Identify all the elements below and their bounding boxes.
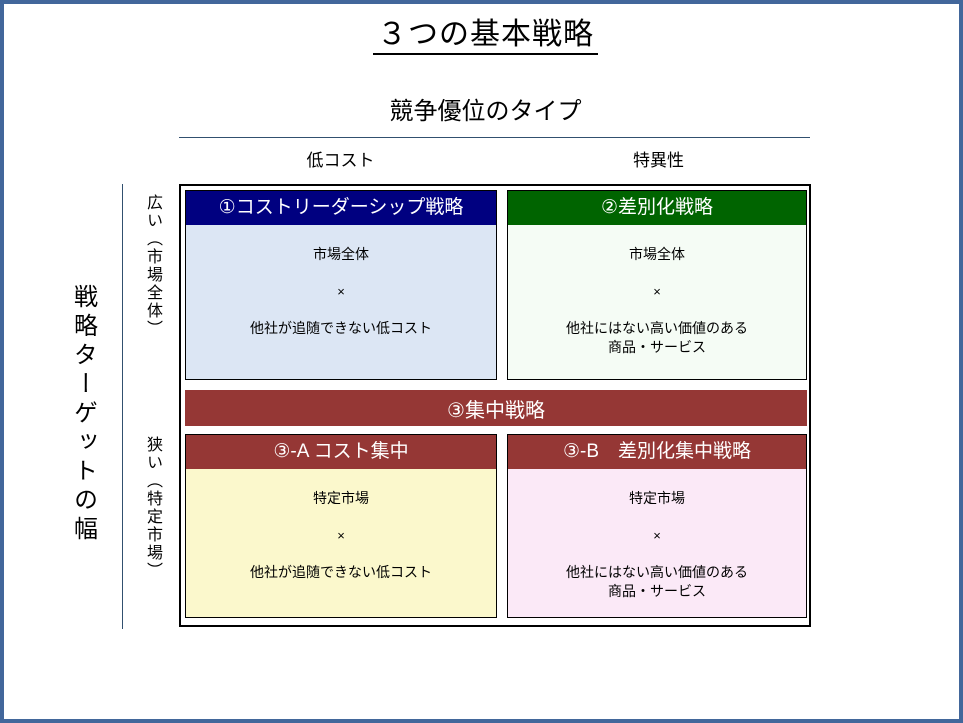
quadrant-cost-leadership-operator: × <box>337 284 345 299</box>
strategy-matrix: ①コストリーダーシップ戦略 市場全体 × 他社が追随できない低コスト ②差別化戦… <box>179 184 811 627</box>
row-label-wide-text: 広い（市場全体） <box>144 194 161 338</box>
row-label-wide: 広い（市場全体） <box>132 194 172 374</box>
page-title: ３つの基本戦略 <box>4 16 959 55</box>
quadrant-cost-focus-body: 特定市場 × 他社が追随できない低コスト <box>186 469 496 617</box>
quadrant-differentiation-operator: × <box>653 284 661 299</box>
subtitle-divider <box>179 137 810 138</box>
quadrant-cost-focus-operator: × <box>337 528 345 543</box>
row-label-narrow-text: 狭い（特定市場） <box>144 436 161 580</box>
quadrant-cost-leadership[interactable]: ①コストリーダーシップ戦略 市場全体 × 他社が追随できない低コスト <box>185 190 497 380</box>
quadrant-differentiation-focus-market: 特定市場 <box>629 490 685 506</box>
axis-divider-vertical <box>122 184 123 629</box>
quadrant-differentiation-focus-body: 特定市場 × 他社にはない高い価値のある商品・サービス <box>508 469 806 617</box>
quadrant-differentiation[interactable]: ②差別化戦略 市場全体 × 他社にはない高い価値のある商品・サービス <box>507 190 807 380</box>
quadrant-differentiation-focus[interactable]: ③-B 差別化集中戦略 特定市場 × 他社にはない高い価値のある商品・サービス <box>507 434 807 618</box>
row-label-narrow: 狭い（特定市場） <box>132 436 172 616</box>
quadrant-cost-focus-header: ③-A コスト集中 <box>186 435 496 469</box>
focus-strategy-banner: ③集中戦略 <box>185 390 807 426</box>
axis-title-strategic-target: 戦略ターゲットの幅 <box>62 264 104 564</box>
quadrant-differentiation-body: 市場全体 × 他社にはない高い価値のある商品・サービス <box>508 225 806 379</box>
quadrant-cost-focus[interactable]: ③-A コスト集中 特定市場 × 他社が追随できない低コスト <box>185 434 497 618</box>
column-header-uniqueness: 特異性 <box>633 151 684 170</box>
quadrant-differentiation-focus-header: ③-B 差別化集中戦略 <box>508 435 806 469</box>
quadrant-cost-leadership-market: 市場全体 <box>313 246 369 262</box>
axis-title-text: 戦略ターゲットの幅 <box>69 283 96 545</box>
quadrant-cost-leadership-detail: 他社が追随できない低コスト <box>250 320 432 336</box>
quadrant-differentiation-market: 市場全体 <box>629 246 685 262</box>
page-title-text: ３つの基本戦略 <box>373 18 598 55</box>
quadrant-differentiation-detail: 他社にはない高い価値のある商品・サービス <box>566 320 748 355</box>
quadrant-cost-focus-detail: 他社が追随できない低コスト <box>250 564 432 580</box>
quadrant-cost-leadership-header: ①コストリーダーシップ戦略 <box>186 191 496 225</box>
subtitle: 競争優位のタイプ <box>389 98 582 125</box>
quadrant-cost-leadership-body: 市場全体 × 他社が追随できない低コスト <box>186 225 496 379</box>
quadrant-differentiation-header: ②差別化戦略 <box>508 191 806 225</box>
column-header-low-cost: 低コスト <box>306 151 375 170</box>
quadrant-cost-focus-market: 特定市場 <box>313 490 369 506</box>
quadrant-differentiation-focus-operator: × <box>653 528 661 543</box>
quadrant-differentiation-focus-detail: 他社にはない高い価値のある商品・サービス <box>566 564 748 599</box>
